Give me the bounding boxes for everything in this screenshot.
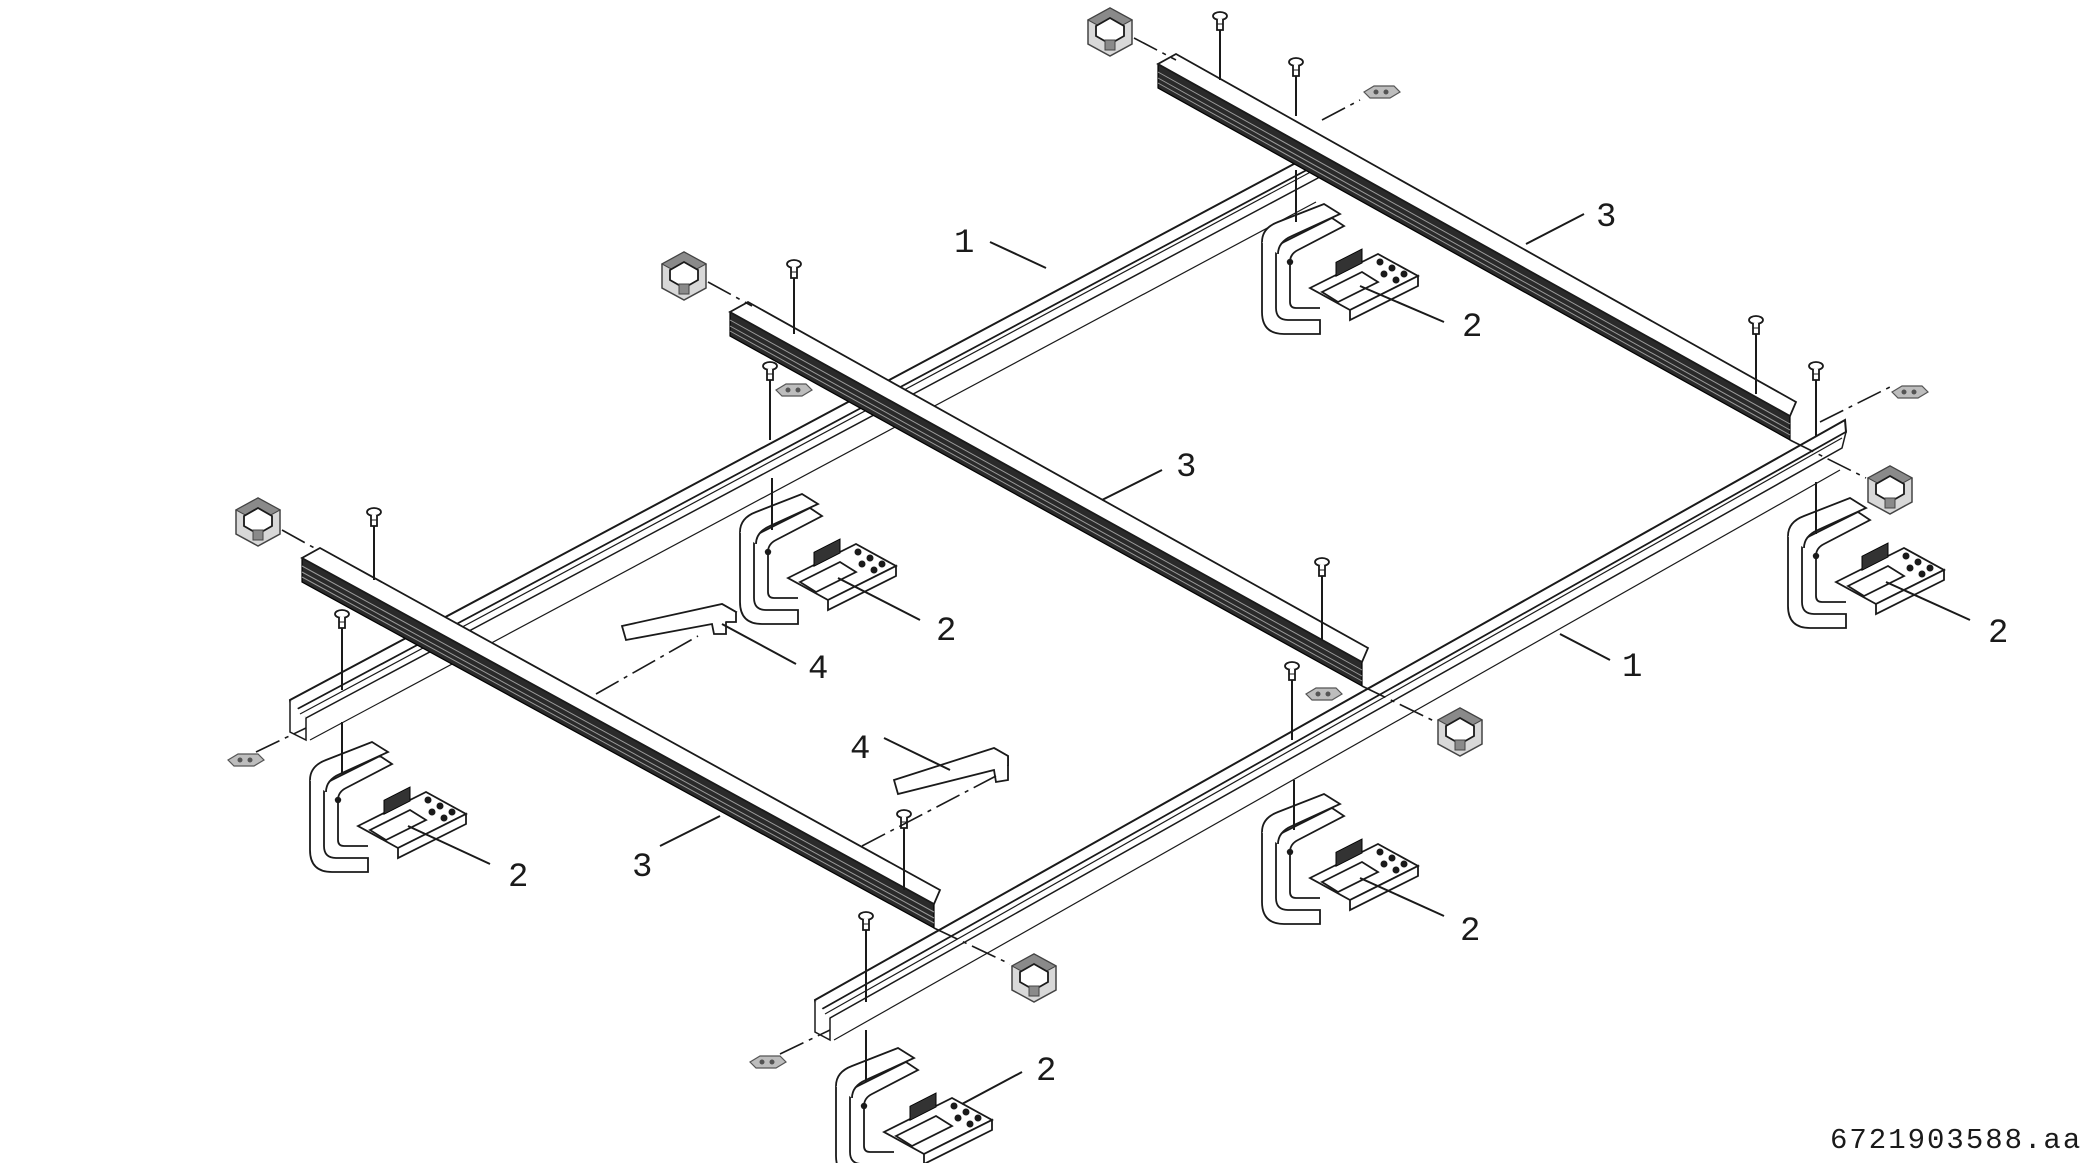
roof-hook-1 [1261, 203, 1419, 335]
screw [762, 361, 778, 381]
screw [334, 609, 350, 629]
callout-hook-1: 2 [1359, 285, 1482, 347]
screw [896, 809, 912, 829]
screw [1288, 57, 1304, 77]
screw [1748, 315, 1764, 335]
end-clamp [235, 497, 281, 547]
callout-hook-6: 2 [961, 1053, 1056, 1105]
callout-strap-upper: 4 [721, 623, 828, 689]
screw [786, 259, 802, 279]
callout-strap-lower: 4 [850, 731, 951, 771]
mounting-rail-front [813, 418, 1848, 1042]
screw [1808, 361, 1824, 381]
end-clamp [661, 251, 707, 301]
svg-text:2: 2 [1460, 913, 1480, 951]
slot-nut [775, 383, 813, 397]
screw [858, 911, 874, 931]
callout-hook-3: 2 [1885, 581, 2008, 653]
svg-text:3: 3 [1596, 199, 1616, 237]
callout-hook-5: 2 [1359, 877, 1480, 951]
svg-text:2: 2 [1462, 309, 1482, 347]
callout-rail-front: 1 [1559, 633, 1642, 687]
profile-middle [728, 300, 1370, 688]
roof-hook-4 [309, 741, 467, 873]
strap-lower [892, 747, 1009, 796]
callout-hook-2: 2 [837, 577, 956, 651]
slot-nut [1363, 85, 1401, 99]
screw-axis-lines [341, 30, 1817, 1082]
roof-hook-3 [1787, 497, 1945, 629]
roof-hook-6 [835, 1047, 993, 1163]
svg-text:2: 2 [1036, 1053, 1056, 1091]
slot-nut [749, 1055, 787, 1069]
strap-upper [620, 603, 738, 642]
screw [1212, 11, 1228, 31]
callout-profile-middle: 3 [1101, 449, 1196, 501]
profile-left [300, 546, 942, 930]
callout-profile-left: 3 [632, 815, 721, 887]
svg-text:1: 1 [954, 225, 974, 263]
end-clamp [1867, 465, 1913, 515]
svg-text:3: 3 [1176, 449, 1196, 487]
screw [1284, 661, 1300, 681]
screw [1314, 557, 1330, 577]
assembly-centerlines [255, 37, 1893, 1055]
slot-nut [227, 753, 265, 767]
roof-hook-5 [1261, 793, 1419, 925]
end-clamp [1437, 707, 1483, 757]
svg-text:2: 2 [508, 859, 528, 897]
callout-rail-back: 1 [954, 225, 1047, 269]
svg-text:1: 1 [1622, 649, 1642, 687]
roof-hook-2 [739, 493, 897, 625]
slot-nut [1891, 385, 1929, 399]
screw [366, 507, 382, 527]
end-clamp [1087, 7, 1133, 57]
document-id: 6721903588.aa [1830, 1124, 2082, 1157]
svg-text:4: 4 [850, 731, 870, 769]
svg-text:3: 3 [632, 849, 652, 887]
end-clamp [1011, 953, 1057, 1003]
svg-text:2: 2 [936, 613, 956, 651]
svg-text:2: 2 [1988, 615, 2008, 653]
profile-right [1156, 52, 1798, 442]
callout-hook-4: 2 [407, 825, 528, 897]
svg-text:4: 4 [808, 651, 828, 689]
callout-profile-right: 3 [1525, 199, 1616, 245]
slot-nut [1305, 687, 1343, 701]
